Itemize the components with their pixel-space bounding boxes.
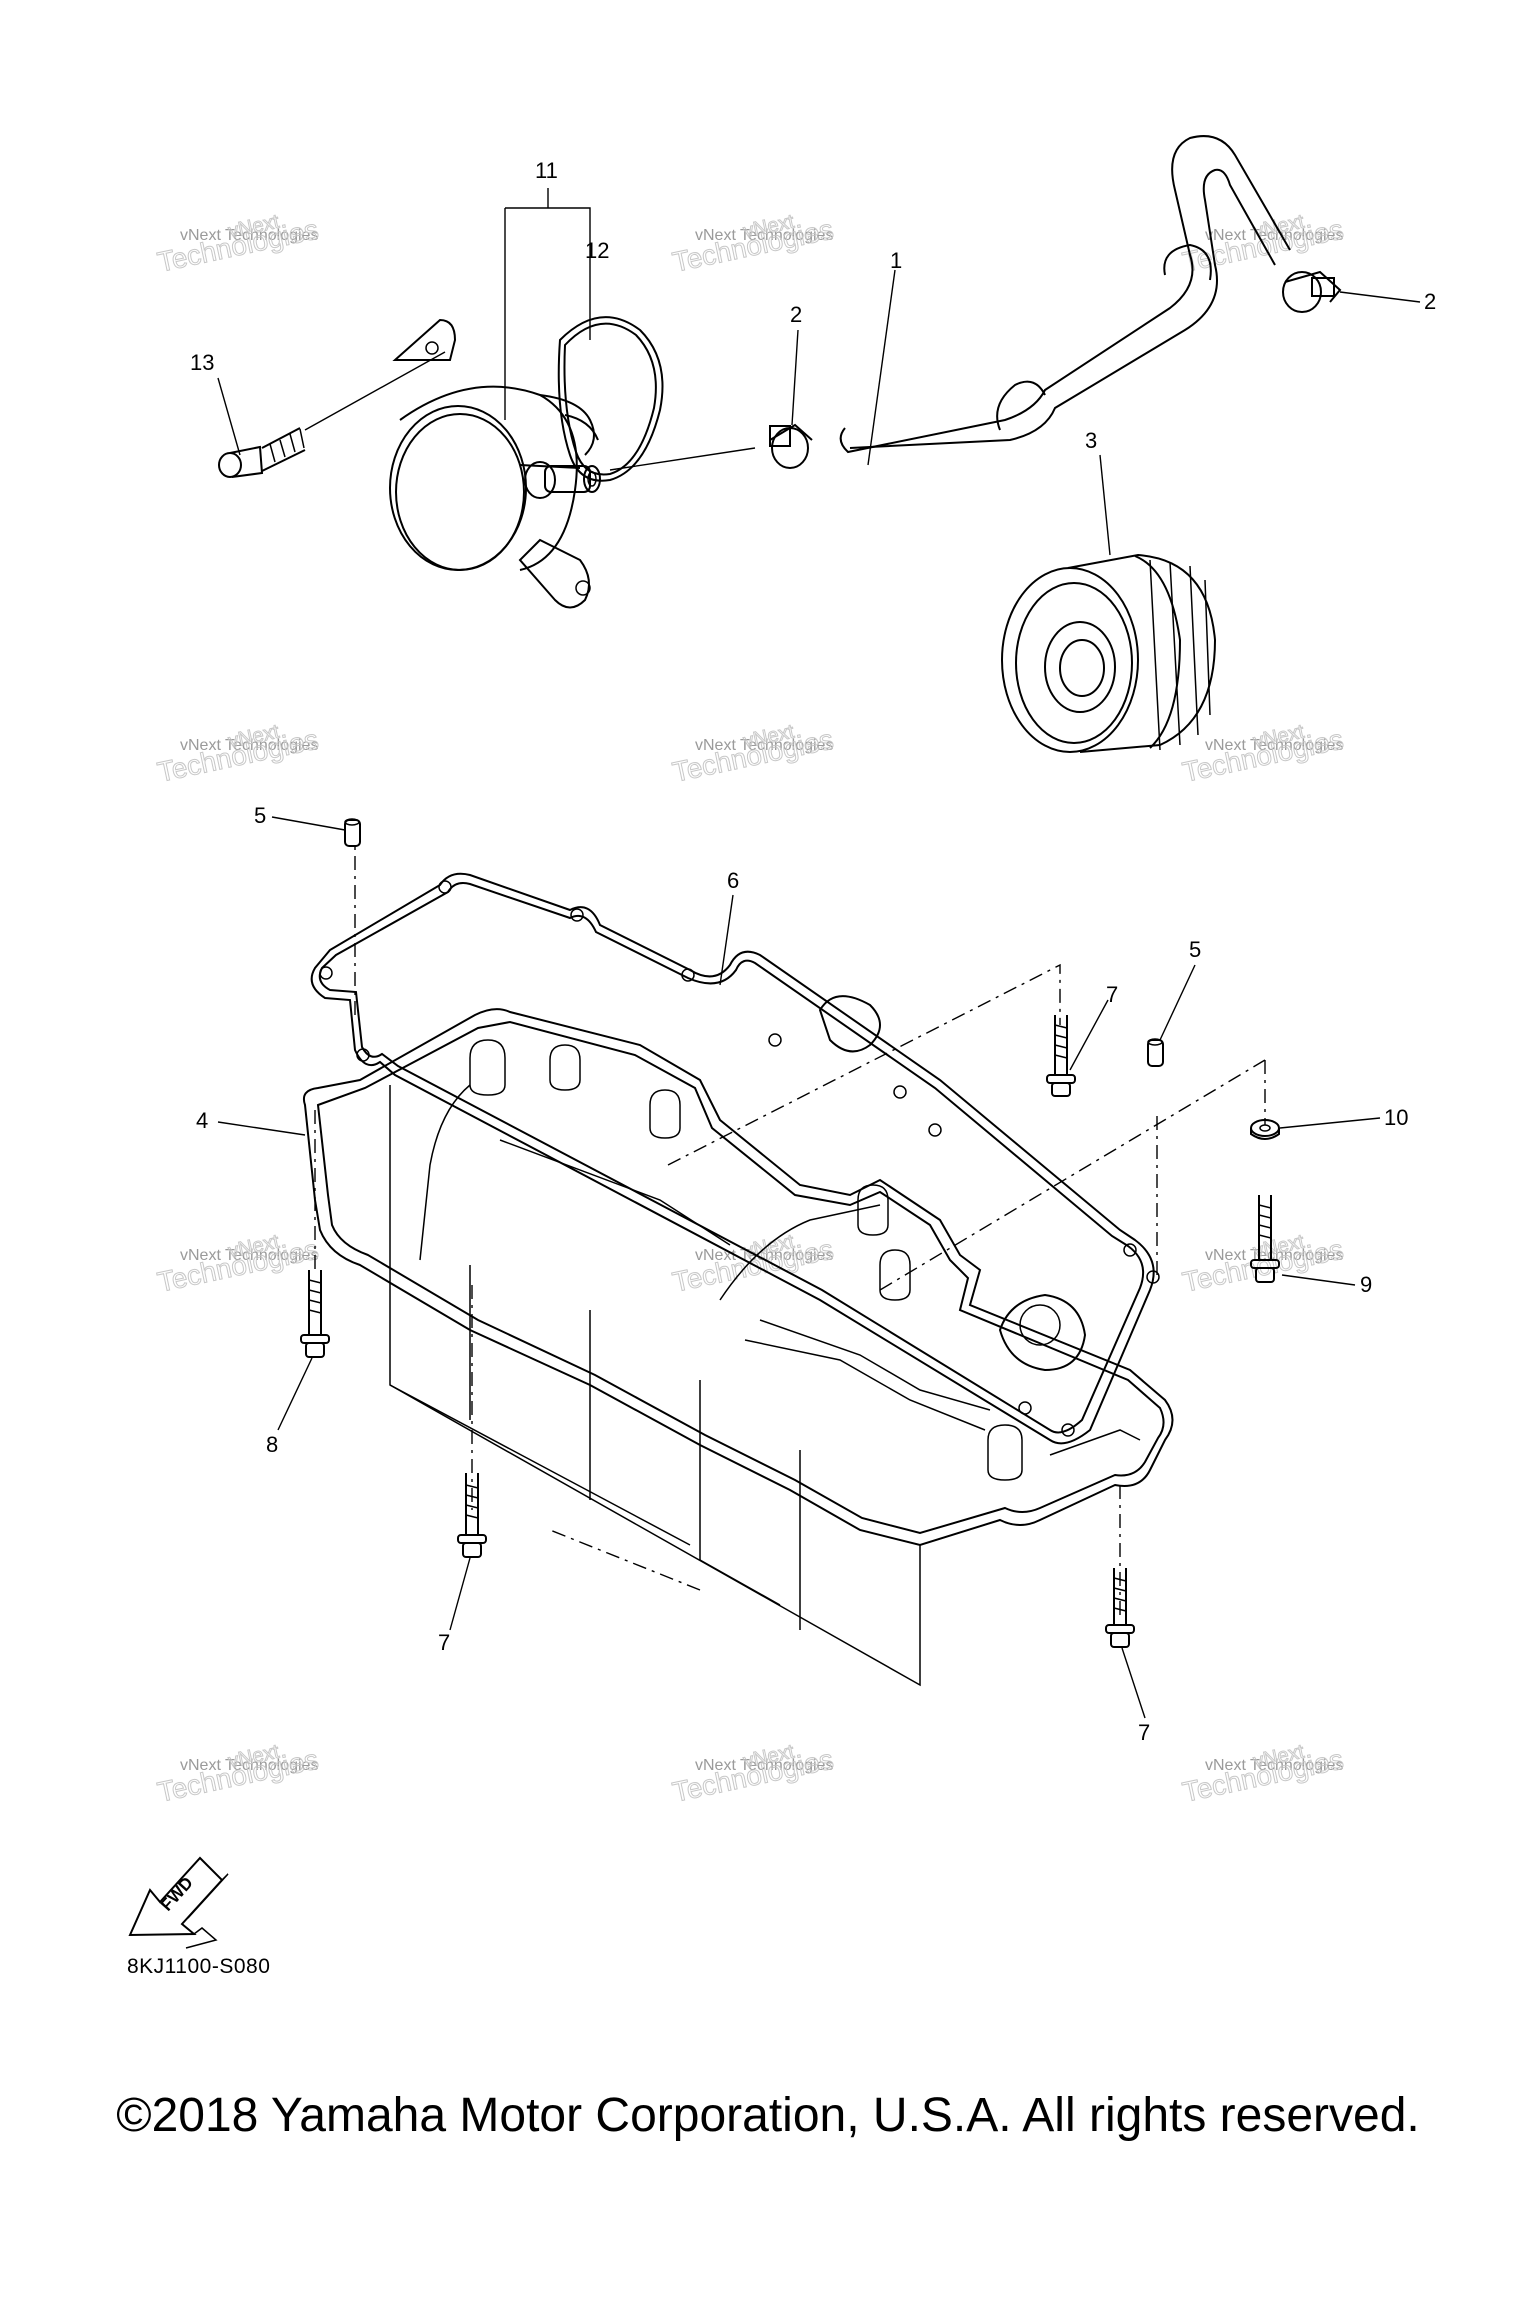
svg-text:vNext Technologies: vNext Technologies xyxy=(695,227,833,244)
watermark: vNext Technologies Technologies vNext xyxy=(1179,1740,1346,1808)
callout-7: 7 xyxy=(1106,982,1118,1007)
watermark: vNext Technologies Technologies vNext xyxy=(669,720,836,788)
oil-hose xyxy=(839,135,1291,454)
fwd-label: FWD xyxy=(157,1873,197,1914)
svg-text:vNext Technologies: vNext Technologies xyxy=(180,227,318,244)
washer-10 xyxy=(1250,1119,1280,1140)
hose-clamp-right xyxy=(1282,270,1342,313)
callout-6: 6 xyxy=(727,868,739,893)
leader-lines xyxy=(217,188,1421,1719)
watermark: vNext Technologies Technologies vNext xyxy=(154,1230,321,1298)
callout-7: 7 xyxy=(438,1630,450,1655)
diagram-code: 8KJ1100-S080 xyxy=(127,1955,271,1978)
oil-cooler xyxy=(389,318,601,609)
bolt-9 xyxy=(1250,1195,1280,1283)
callout-labels: 1 2 2 3 4 5 5 6 7 7 7 7 8 9 10 11 12 13 xyxy=(190,158,1436,1745)
svg-text:vNext Technologies: vNext Technologies xyxy=(180,1247,318,1264)
callout-4: 4 xyxy=(196,1108,208,1133)
alignment-lines xyxy=(314,845,1266,1620)
svg-text:vNext Technologies: vNext Technologies xyxy=(180,1757,318,1774)
callout-1: 1 xyxy=(890,248,902,273)
svg-text:vNext Technologies: vNext Technologies xyxy=(695,1757,833,1774)
bolt-8 xyxy=(300,1270,330,1358)
svg-text:vNext Technologies: vNext Technologies xyxy=(1205,1757,1343,1774)
callout-11: 11 xyxy=(535,158,558,183)
bolt-7-left xyxy=(457,1473,487,1558)
callout-9: 9 xyxy=(1360,1272,1372,1297)
callout-5: 5 xyxy=(1189,937,1201,962)
svg-text:vNext Technologies: vNext Technologies xyxy=(180,737,318,754)
callout-3: 3 xyxy=(1085,428,1097,453)
callout-13: 13 xyxy=(190,350,214,375)
svg-text:vNext Technologies: vNext Technologies xyxy=(1205,227,1343,244)
svg-text:vNext Technologies: vNext Technologies xyxy=(695,737,833,754)
oil-pan xyxy=(302,1008,1174,1687)
callout-7: 7 xyxy=(1138,1720,1150,1745)
watermark: vNext Technologies Technologies vNext xyxy=(154,720,321,788)
callout-12: 12 xyxy=(585,238,609,263)
dowel-pin-left xyxy=(344,818,361,847)
watermark: vNext Technologies Technologies vNext xyxy=(1179,720,1346,788)
callout-2: 2 xyxy=(1424,289,1436,314)
bolt-7-right xyxy=(1105,1568,1135,1648)
oil-filter xyxy=(1001,553,1217,753)
callout-5: 5 xyxy=(254,803,266,828)
fwd-arrow-icon: FWD xyxy=(128,1856,229,1949)
bolt-13 xyxy=(218,427,306,478)
hose-clamp-left xyxy=(769,423,813,469)
callout-10: 10 xyxy=(1384,1105,1408,1130)
o-ring xyxy=(557,316,664,482)
watermark: vNext Technologies Technologies vNext xyxy=(154,1740,321,1808)
svg-text:vNext Technologies: vNext Technologies xyxy=(1205,1247,1343,1264)
gasket xyxy=(310,872,1160,1445)
watermark: vNext Technologies Technologies vNext xyxy=(669,210,836,278)
watermark: vNext Technologies Technologies vNext xyxy=(669,1740,836,1808)
watermark: vNext Technologies Technologies vNext xyxy=(154,210,321,278)
bolt-7-top xyxy=(1046,1015,1076,1097)
callout-2: 2 xyxy=(790,302,802,327)
dowel-pin-right xyxy=(1147,1038,1164,1067)
watermark-grid: vNext Technologies Technologies vNext vN… xyxy=(154,210,1346,1808)
watermark: vNext Technologies Technologies vNext xyxy=(1179,1230,1346,1298)
copyright-notice: ©2018 Yamaha Motor Corporation, U.S.A. A… xyxy=(116,2089,1420,2142)
svg-text:vNext Technologies: vNext Technologies xyxy=(1205,737,1343,754)
callout-8: 8 xyxy=(266,1432,278,1457)
